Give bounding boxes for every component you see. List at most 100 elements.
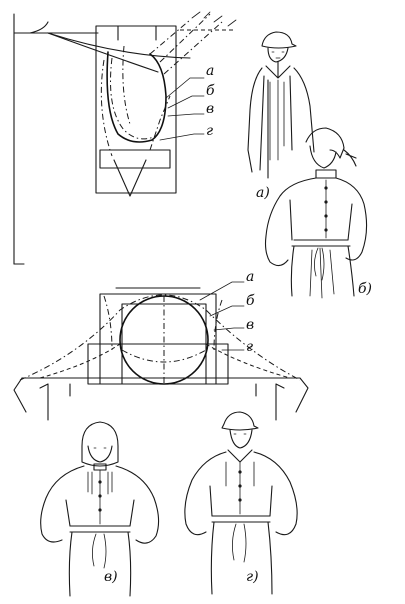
figure-g-button [238, 484, 242, 488]
lower-base-left [13, 377, 27, 413]
figure-b-waistband [291, 239, 351, 247]
lower-cap-dash-curve [121, 349, 207, 363]
figure-b-face [309, 145, 337, 169]
figure-v-side-seams [65, 499, 135, 527]
upper-leader-a [165, 77, 205, 99]
upper-neck-curve [29, 21, 49, 34]
upper-shoulder-line-1 [47, 32, 159, 73]
figure-g-yoke-seams [225, 461, 255, 487]
lower-leader-a [199, 281, 245, 301]
figure-v-hood [81, 421, 119, 467]
figure-a-front-right [289, 75, 293, 151]
figure-g-left-sleeve [184, 451, 227, 536]
figure-g-right-sleeve [253, 451, 298, 536]
lower-label-a: а [246, 269, 255, 285]
figure-b-button [324, 214, 328, 218]
upper-sleeve-cap-outline [106, 51, 167, 143]
figure-v-button [98, 508, 102, 512]
upper-leader-b [167, 95, 205, 109]
figure-b-tie [314, 247, 325, 281]
figure-a [247, 31, 315, 179]
figure-g-skirt [210, 521, 273, 595]
upper-diagonal-1 [149, 19, 191, 55]
figure-v-left-sleeve [40, 465, 85, 543]
figure-a-collar [265, 61, 291, 79]
figure-g-button [238, 470, 242, 474]
figure-g-tie [232, 523, 247, 563]
upper-leader-g [159, 133, 205, 141]
figure-v-skirt [68, 531, 132, 597]
figure-b-button [324, 228, 328, 232]
upper-sleeve-dash-left [100, 59, 113, 157]
figure-b-scarf-tails [343, 149, 357, 167]
figure-g-caption: г) [246, 569, 259, 585]
upper-label-g: г [206, 123, 214, 139]
upper-shoulder-line-2 [47, 32, 191, 59]
figure-g-collar [227, 449, 253, 463]
figure-g-button [238, 498, 242, 502]
lower-leader-v [213, 327, 245, 331]
lower-flare-curve-inner [39, 343, 291, 379]
upper-label-a: а [206, 63, 215, 79]
upper-leader-v [167, 113, 205, 117]
upper-right-seam-dash [149, 95, 171, 151]
figure-v [40, 421, 160, 597]
figure-b-skirt-folds [309, 247, 335, 299]
upper-diagonal-2 [159, 13, 211, 63]
upper-hatch-ticks [191, 11, 237, 27]
figure-a-front-left [259, 75, 269, 179]
figure-a-face-features [271, 51, 285, 59]
lower-label-v: в [246, 317, 255, 333]
upper-sleeve-block [95, 25, 177, 194]
figure-v-button [98, 480, 102, 484]
figure-g-side-seams [209, 485, 273, 517]
figure-b-collar [315, 169, 337, 179]
lower-base-right [21, 377, 309, 413]
upper-label-b: б [206, 83, 215, 99]
figure-b-skirt [290, 245, 355, 297]
figure-a-caption: а) [256, 185, 270, 201]
figure-a-left-arm [247, 67, 263, 173]
lower-base-ticks [39, 383, 285, 421]
figure-b-button [324, 186, 328, 190]
lower-label-g: г [246, 339, 254, 355]
figure-a-right-side [293, 67, 315, 153]
figure-g-face [229, 429, 253, 449]
figure-a-hat [261, 31, 297, 49]
upper-sleeve-dash-center [122, 45, 131, 125]
figure-a-tucks [269, 81, 285, 161]
figure-b-caption: б) [358, 281, 373, 297]
lower-sleeve-pattern [13, 281, 309, 421]
lower-label-b: б [246, 293, 255, 309]
figure-b-left-sleeve [264, 177, 317, 267]
lower-base-marks [69, 383, 257, 397]
lower-leader-b [209, 305, 245, 317]
figure-b-side-seams [289, 199, 353, 241]
figure-v-waistband [69, 525, 131, 533]
figure-v-tie [92, 533, 107, 569]
figure-g [184, 411, 298, 595]
lower-wide-band [87, 343, 229, 385]
upper-sleeve-pattern [13, 11, 237, 265]
figure-g-waistband [211, 515, 271, 523]
figure-a-face [267, 47, 289, 63]
figure-b-right-sleeve [335, 177, 368, 261]
figure-v-collar [93, 463, 107, 471]
figure-b-button [324, 200, 328, 204]
lower-flare-curve-outer [19, 294, 301, 381]
lower-side-dashes [103, 295, 223, 351]
figure-v-right-sleeve [115, 465, 160, 544]
upper-cuff-block [99, 149, 171, 169]
upper-label-v: в [206, 101, 215, 117]
upper-sleeve-cap-dashed-inner [110, 57, 157, 140]
figure-v-face [87, 445, 113, 463]
upper-wrist-point [113, 159, 147, 197]
figure-v-caption: в) [104, 569, 118, 585]
figure-g-hat [221, 411, 259, 431]
figure-b [264, 127, 368, 299]
figure-v-button [98, 494, 102, 498]
lower-outer-block [99, 293, 217, 385]
figure-v-tucks [87, 471, 113, 495]
